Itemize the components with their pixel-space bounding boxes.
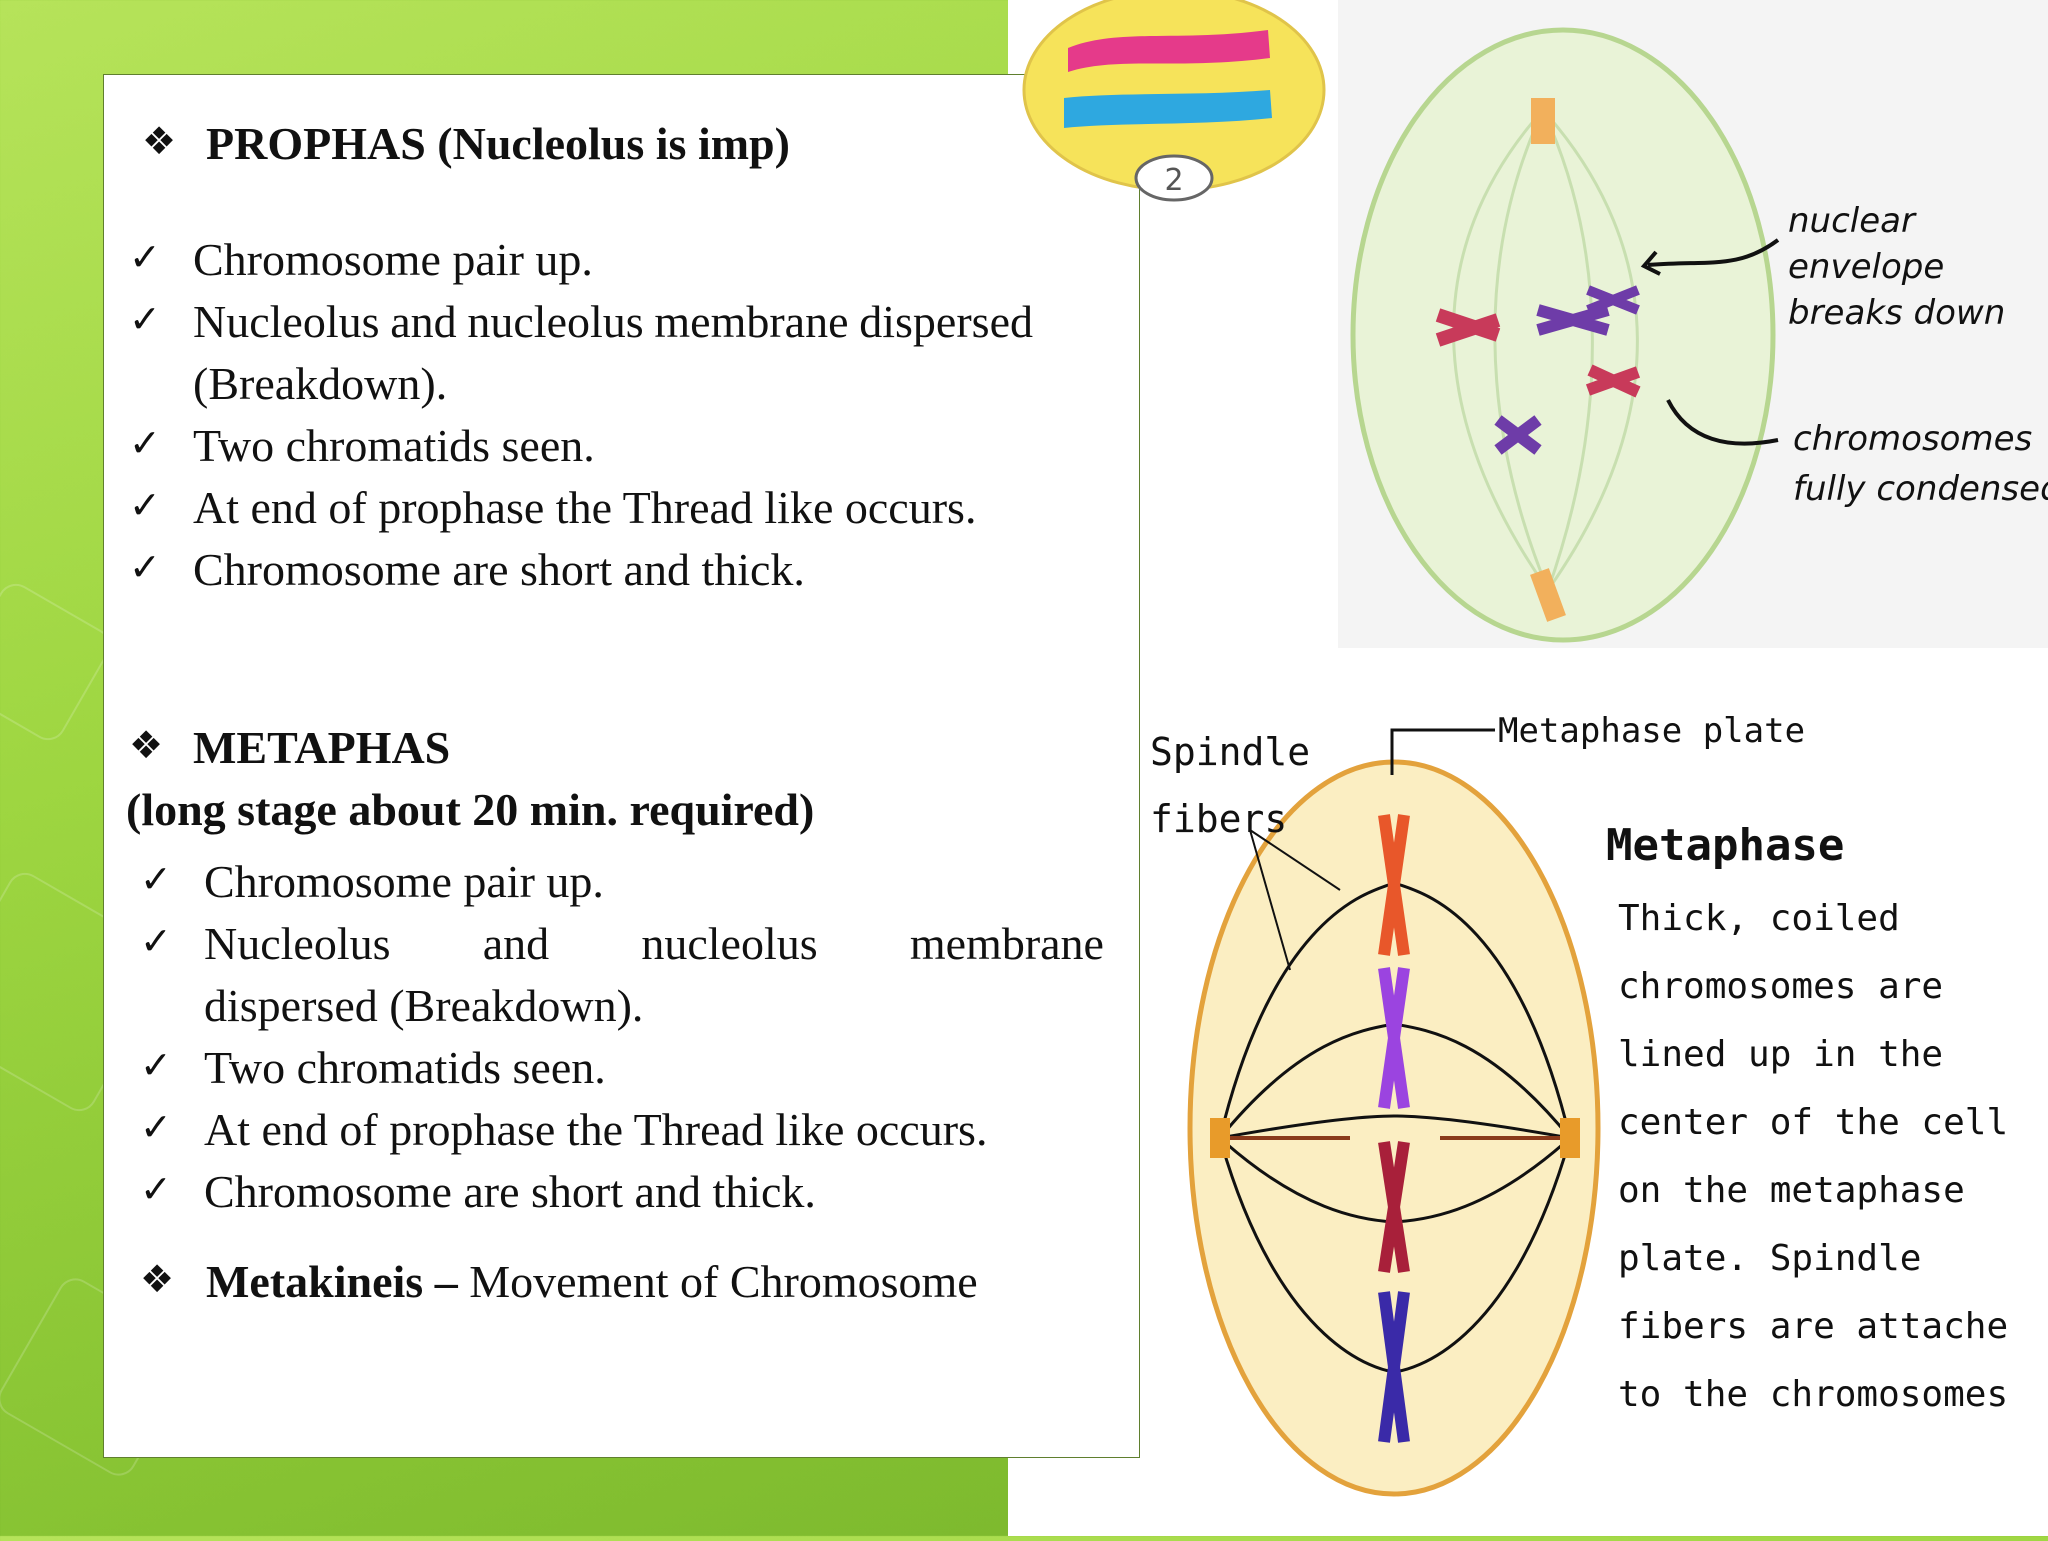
prophase-item-5: Chromosome are short and thick.: [193, 544, 805, 595]
metaphase-item-4: At end of prophase the Thread like occur…: [204, 1104, 988, 1155]
metaphase-item-2-cont: dispersed (Breakdown).: [204, 980, 644, 1031]
metaphase-item-3: Two chromatids seen.: [204, 1042, 606, 1093]
diamond-bullet-icon: ❖: [142, 119, 177, 163]
checkmark-icon: ✓: [140, 919, 172, 963]
checkmark-icon: ✓: [140, 857, 172, 901]
desc-line-7: fibers are attached: [1618, 1306, 2008, 1347]
metaphase-item-2: Nucleolus and nucleolus membrane: [204, 915, 1104, 973]
prophase-heading: PROPHAS (Nucleolus is imp): [206, 118, 790, 169]
checkmark-icon: ✓: [129, 545, 161, 589]
desc-line-2: chromosomes are: [1618, 966, 1943, 1007]
prophase-item-1: Chromosome pair up.: [193, 234, 593, 285]
label-spindle: Spindle: [1150, 730, 1310, 774]
label-fully-condensed: fully condensed: [1793, 469, 2048, 509]
word: Nucleolus: [193, 296, 380, 347]
prophase-item-2-cont: (Breakdown).: [193, 358, 448, 409]
metakinesis-line: Metakineis – Movement of Chromosome: [206, 1253, 978, 1311]
metaphase-item-5: Chromosome are short and thick.: [204, 1166, 816, 1217]
word: nucleolus: [467, 296, 644, 347]
prophase-item-4: At end of prophase the Thread like occur…: [193, 482, 977, 533]
prophase-item-2: Nucleolus and nucleolus membrane dispers…: [193, 293, 1033, 351]
label-chromosomes: chromosomes: [1793, 419, 2032, 459]
checkmark-icon: ✓: [140, 1167, 172, 1211]
desc-line-4: center of the cell: [1618, 1102, 2008, 1143]
word: and: [390, 296, 457, 347]
label-metaphase-plate: Metaphase plate: [1498, 711, 1805, 751]
prophase-cell-image: nuclear envelope breaks down chromosomes…: [1338, 0, 2048, 648]
label-envelope: envelope: [1788, 247, 1944, 287]
checkmark-icon: ✓: [129, 297, 161, 341]
badge-number: 2: [1164, 163, 1183, 198]
prophase-item-3: Two chromatids seen.: [193, 420, 595, 471]
checkmark-icon: ✓: [129, 235, 161, 279]
checkmark-icon: ✓: [140, 1043, 172, 1087]
checkmark-icon: ✓: [129, 483, 161, 527]
background-hexagon: [0, 577, 117, 747]
desc-line-6: plate. Spindle: [1618, 1238, 1921, 1279]
diamond-bullet-icon: ❖: [129, 723, 164, 767]
checkmark-icon: ✓: [129, 421, 161, 465]
metaphase-diagram-image: Spindle fibers Metaphase plate Metaphase…: [1140, 650, 2030, 1536]
slide-text-panel: ❖ PROPHAS (Nucleolus is imp) ✓ Chromosom…: [103, 74, 1140, 1458]
word: and: [482, 918, 550, 969]
metaphase-subheading: (long stage about 20 min. required): [126, 784, 815, 835]
word: Nucleolus: [204, 918, 391, 969]
metakinesis-term: Metakineis –: [206, 1256, 458, 1307]
label-breaks-down: breaks down: [1788, 293, 2005, 333]
desc-line-5: on the metaphase: [1618, 1170, 1965, 1211]
checkmark-icon: ✓: [140, 1105, 172, 1149]
word: membrane: [654, 296, 849, 347]
desc-line-3: lined up in the: [1618, 1034, 1943, 1075]
chromosome-cell-image: 2: [1008, 0, 1338, 210]
metaphase-heading: METAPHAS: [193, 722, 451, 773]
label-fibers: fibers: [1150, 797, 1287, 841]
chromosome-cell-svg: 2: [1022, 0, 1326, 202]
metakinesis-description: Movement of Chromosome: [457, 1256, 978, 1307]
metaphase-title: Metaphase: [1606, 820, 1844, 871]
desc-line-1: Thick, coiled: [1618, 898, 1900, 939]
word: membrane: [909, 918, 1104, 969]
metaphase-diagram-svg: Spindle fibers Metaphase plate Metaphase…: [1150, 711, 2030, 1497]
prophase-cell-svg: nuclear envelope breaks down chromosomes…: [1350, 27, 2048, 643]
diamond-bullet-icon: ❖: [140, 1257, 175, 1301]
word: dispersed: [859, 296, 1033, 347]
word: nucleolus: [641, 918, 818, 969]
label-nuclear: nuclear: [1788, 201, 1917, 241]
desc-line-8: to the chromosomes.: [1618, 1374, 2008, 1415]
metaphase-item-1: Chromosome pair up.: [204, 856, 604, 907]
